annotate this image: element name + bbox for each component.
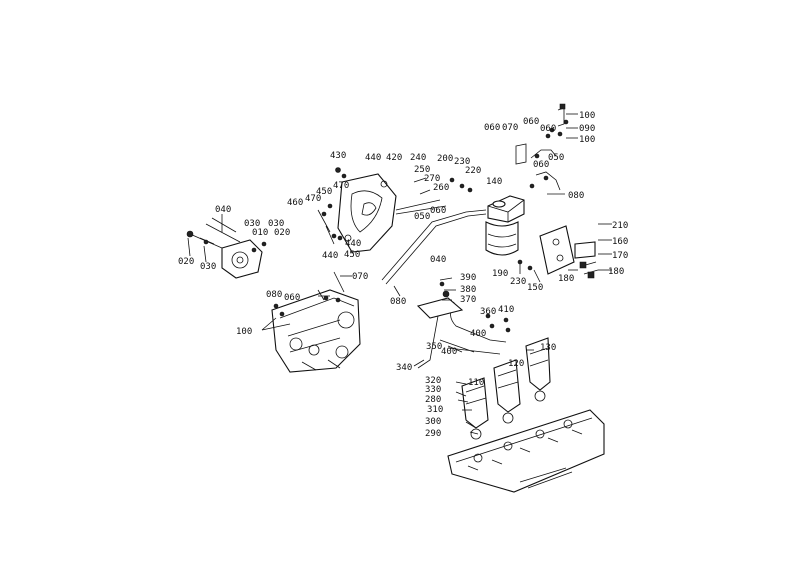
part-label-260: 260 — [433, 183, 449, 193]
fuel-filter-assembly — [449, 103, 569, 256]
part-label-010: 010 — [252, 228, 268, 238]
part-label-250: 250 — [414, 165, 430, 175]
part-label-470: 470 — [333, 181, 349, 191]
leak-off-pipe-bracket — [416, 281, 511, 333]
part-label-090: 090 — [579, 124, 595, 134]
part-label-120: 120 — [508, 359, 524, 369]
part-label-230: 230 — [454, 157, 470, 167]
part-label-290: 290 — [425, 429, 441, 439]
part-label-050: 050 — [548, 153, 564, 163]
part-label-310: 310 — [427, 405, 443, 415]
part-label-130: 130 — [540, 343, 556, 353]
part-label-100: 100 — [579, 111, 595, 121]
leader-lines — [187, 113, 612, 435]
part-label-040: 040 — [215, 205, 231, 215]
part-label-030: 030 — [244, 219, 260, 229]
part-label-360: 360 — [480, 307, 496, 317]
part-label-340: 340 — [396, 363, 412, 373]
part-label-200: 200 — [437, 154, 453, 164]
part-label-220: 220 — [465, 166, 481, 176]
part-label-050: 050 — [414, 212, 430, 222]
part-label-060: 060 — [430, 206, 446, 216]
part-label-440: 440 — [322, 251, 338, 261]
part-label-110: 110 — [468, 378, 484, 388]
injection-pump-body — [271, 271, 361, 373]
part-label-190: 190 — [492, 269, 508, 279]
part-label-040: 040 — [430, 255, 446, 265]
part-label-320: 320 — [425, 376, 441, 386]
part-label-150: 150 — [527, 283, 543, 293]
part-label-400: 400 — [470, 329, 486, 339]
part-number-labels: 100 090 100 060 070 060 060 050 060 080 … — [178, 111, 628, 439]
part-label-100: 100 — [579, 135, 595, 145]
part-label-430: 430 — [330, 151, 346, 161]
part-label-100: 100 — [236, 327, 252, 337]
part-label-440: 440 — [345, 239, 361, 249]
part-label-450: 450 — [344, 250, 360, 260]
part-label-280: 280 — [425, 395, 441, 405]
part-label-140: 140 — [486, 177, 502, 187]
fuel-injectors — [461, 337, 551, 440]
part-label-410: 410 — [498, 305, 514, 315]
part-label-230: 230 — [510, 277, 526, 287]
cylinder-head — [447, 409, 605, 493]
part-label-270: 270 — [424, 174, 440, 184]
part-label-300: 300 — [425, 417, 441, 427]
part-label-030: 030 — [268, 219, 284, 229]
part-label-060: 060 — [523, 117, 539, 127]
part-label-240: 240 — [410, 153, 426, 163]
part-label-330: 330 — [425, 385, 441, 395]
part-label-080: 080 — [390, 297, 406, 307]
part-label-450: 450 — [316, 187, 332, 197]
part-label-180: 180 — [558, 274, 574, 284]
part-label-380: 380 — [460, 285, 476, 295]
part-label-070: 070 — [502, 123, 518, 133]
part-label-370: 370 — [460, 295, 476, 305]
part-label-440: 440 — [365, 153, 381, 163]
part-label-070: 070 — [352, 272, 368, 282]
part-label-210: 210 — [612, 221, 628, 231]
part-label-390: 390 — [460, 273, 476, 283]
part-label-060: 060 — [484, 123, 500, 133]
part-label-170: 170 — [612, 251, 628, 261]
part-label-160: 160 — [612, 237, 628, 247]
part-label-080: 080 — [266, 290, 282, 300]
engine-bracket-plate — [317, 167, 447, 253]
part-label-030: 030 — [200, 262, 216, 272]
part-label-020: 020 — [178, 257, 194, 267]
part-label-420: 420 — [386, 153, 402, 163]
fuel-feed-pump — [186, 217, 267, 279]
part-label-060: 060 — [540, 124, 556, 134]
part-label-180: 180 — [608, 267, 624, 277]
part-label-080: 080 — [568, 191, 584, 201]
part-label-460: 460 — [287, 198, 303, 208]
part-label-060: 060 — [533, 160, 549, 170]
part-label-470: 470 — [305, 194, 321, 204]
part-label-400: 400 — [441, 347, 457, 357]
stop-solenoid-bracket — [517, 225, 599, 279]
part-label-020: 020 — [274, 228, 290, 238]
part-label-350: 350 — [426, 342, 442, 352]
part-label-060: 060 — [284, 293, 300, 303]
